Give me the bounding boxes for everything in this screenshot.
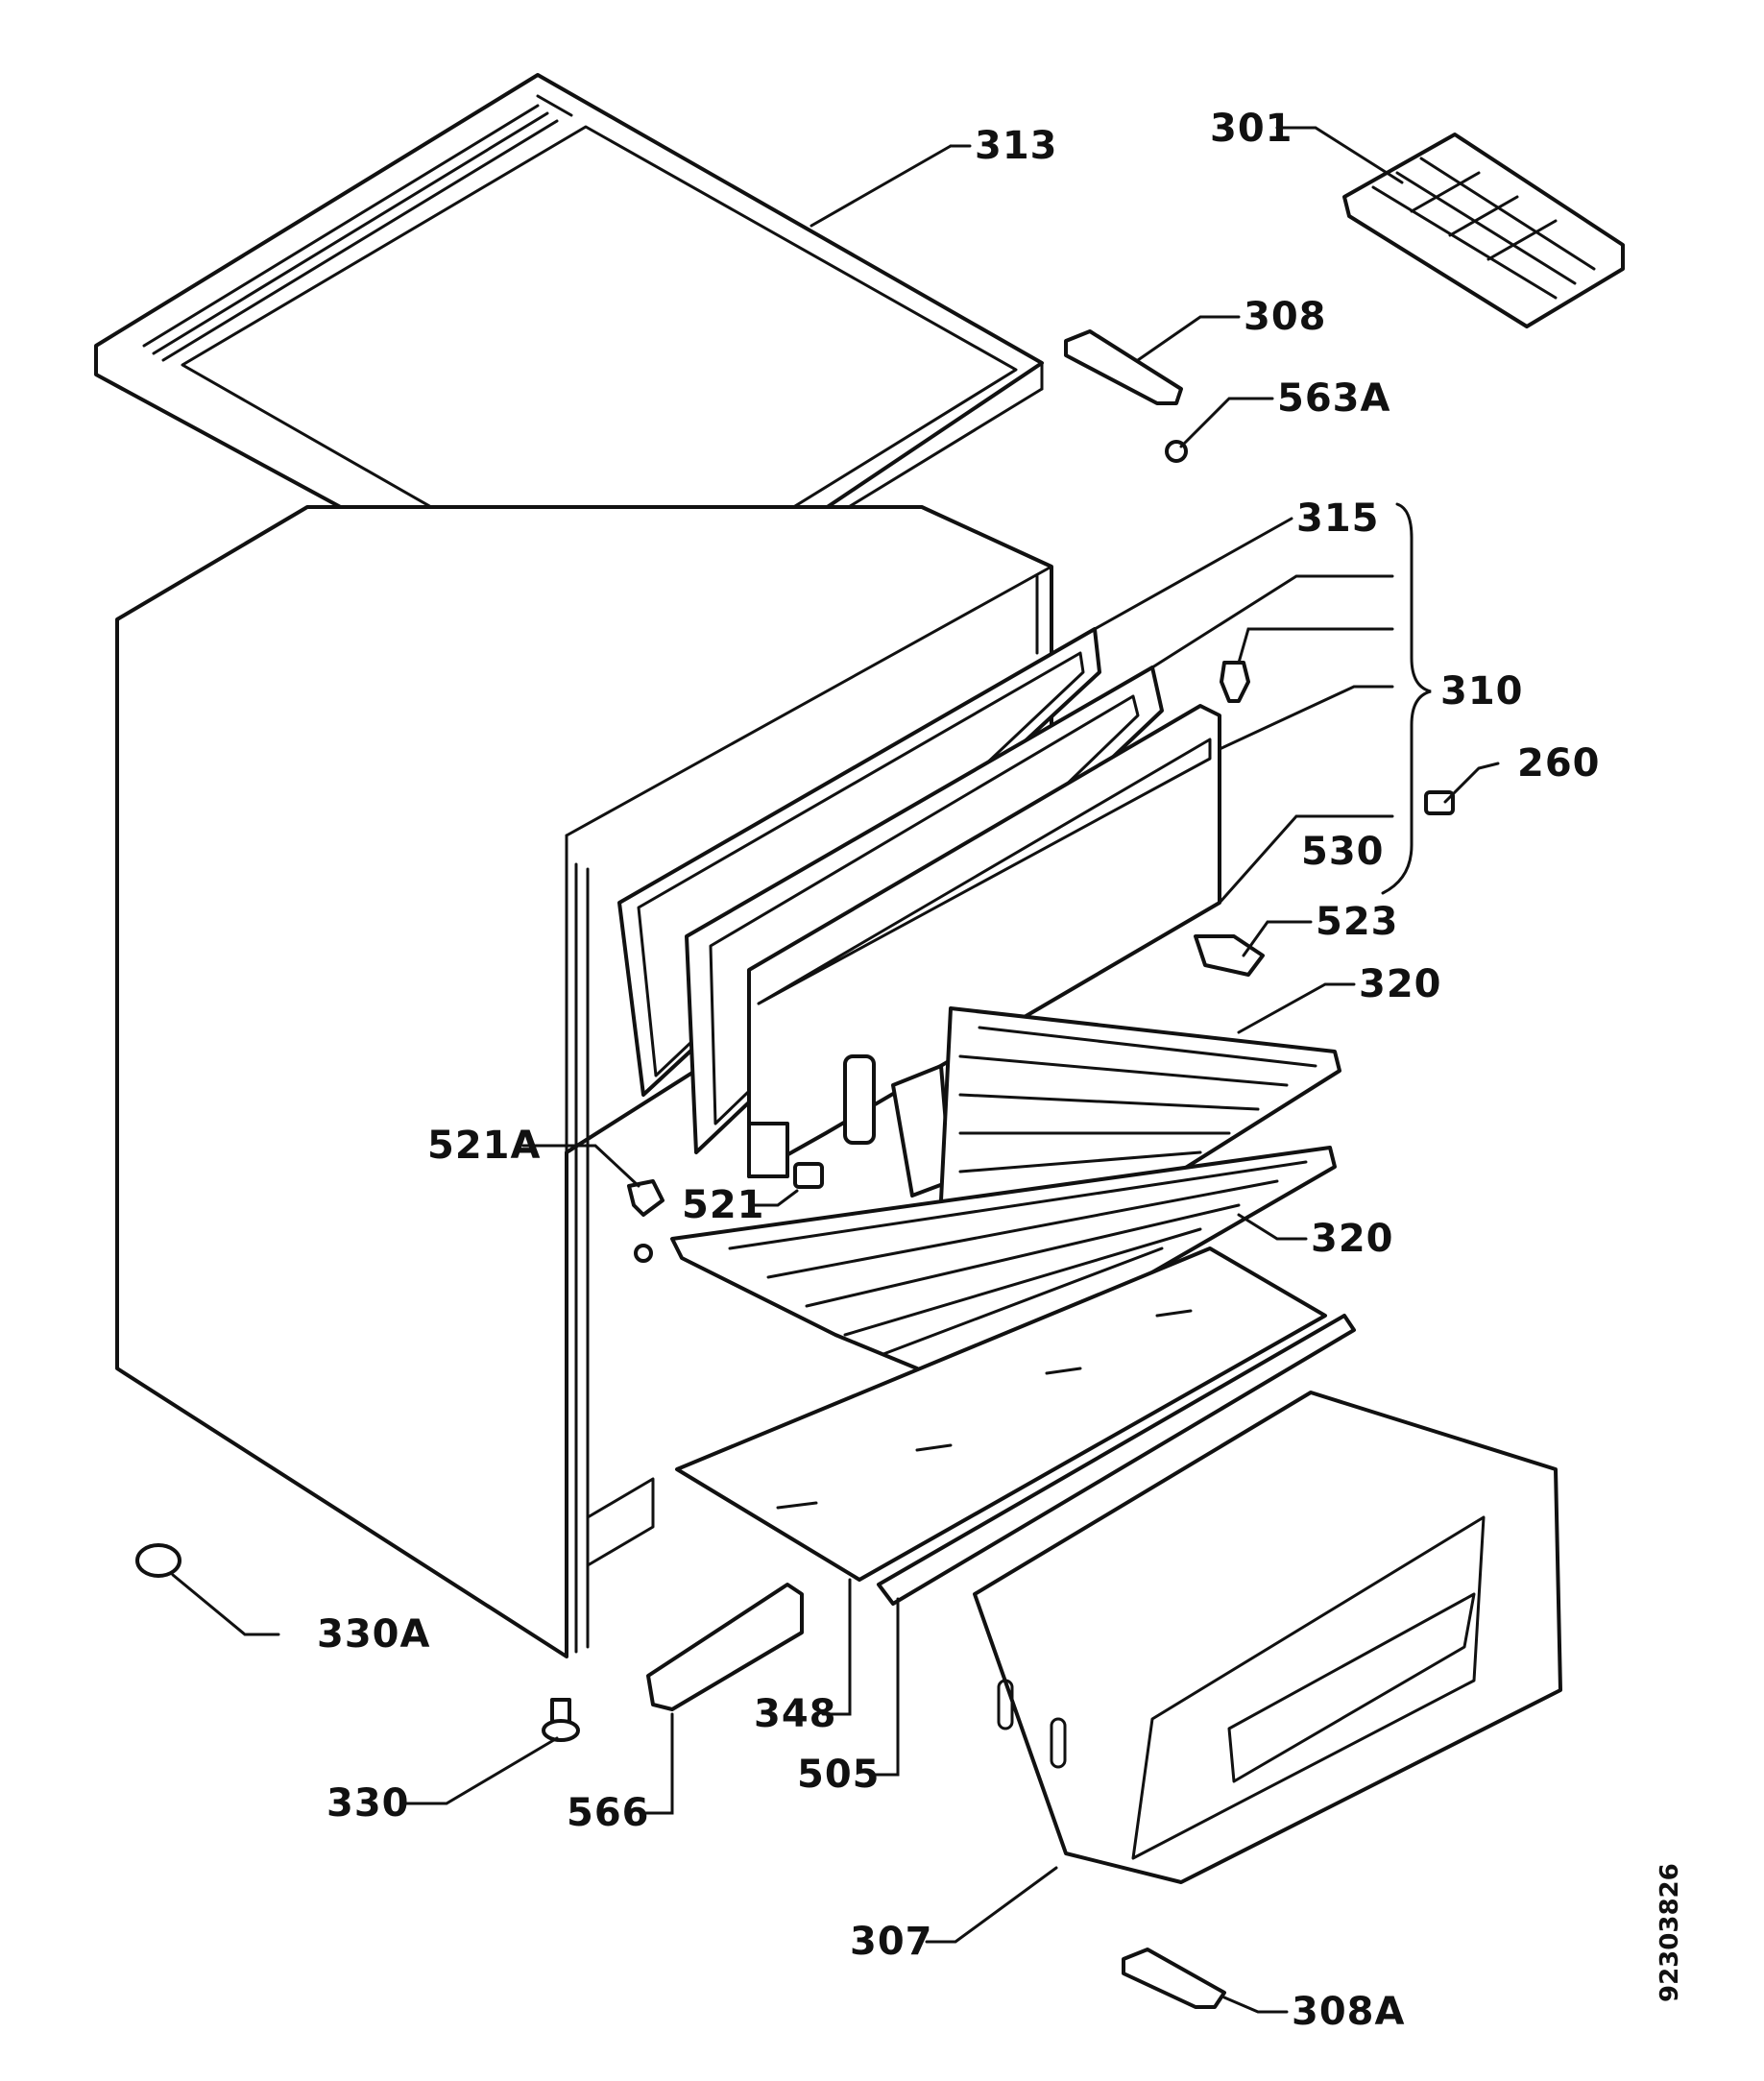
foot-cap-330A	[135, 1543, 181, 1578]
label-521: 521	[682, 1183, 765, 1227]
shelf-320-lower	[670, 1146, 1337, 1399]
hinge-pin-523	[1194, 934, 1265, 977]
screw-310	[1220, 661, 1250, 703]
crisper-drawer-307	[973, 1391, 1562, 1884]
edge-strip-505	[877, 1314, 1356, 1606]
label-301: 301	[1210, 107, 1293, 151]
label-505: 505	[797, 1753, 881, 1797]
group-brace-310	[1381, 502, 1432, 895]
clip-260	[1424, 790, 1455, 815]
hinge-bracket-308A	[1122, 1948, 1226, 2009]
document-number: 92303826	[1655, 1863, 1684, 2002]
latch-521A	[627, 1179, 665, 1263]
lock-521	[793, 1162, 824, 1189]
label-310: 310	[1440, 669, 1524, 714]
label-521A: 521A	[427, 1124, 541, 1168]
label-563A: 563A	[1277, 376, 1390, 421]
label-330: 330	[326, 1781, 410, 1826]
glass-plate-348	[675, 1246, 1327, 1582]
wedge-foot-566	[646, 1583, 804, 1711]
label-330A: 330A	[317, 1612, 430, 1657]
ice-cube-tray-301	[1342, 133, 1625, 328]
label-320-lower: 320	[1311, 1217, 1394, 1261]
label-313: 313	[975, 124, 1058, 168]
label-348: 348	[754, 1692, 837, 1736]
hinge-bracket-308	[1064, 329, 1183, 405]
hinge-mechanism	[843, 1054, 876, 1145]
label-566: 566	[567, 1791, 650, 1835]
label-307: 307	[850, 1920, 933, 1964]
leader-lines	[171, 126, 1500, 2014]
adjustable-foot-330	[542, 1698, 580, 1742]
label-308A: 308A	[1292, 1990, 1405, 2034]
label-523: 523	[1316, 900, 1399, 944]
label-308: 308	[1244, 295, 1327, 339]
label-315: 315	[1296, 496, 1380, 541]
label-530: 530	[1301, 830, 1385, 874]
label-320-upper: 320	[1359, 962, 1442, 1006]
label-260: 260	[1517, 741, 1601, 786]
